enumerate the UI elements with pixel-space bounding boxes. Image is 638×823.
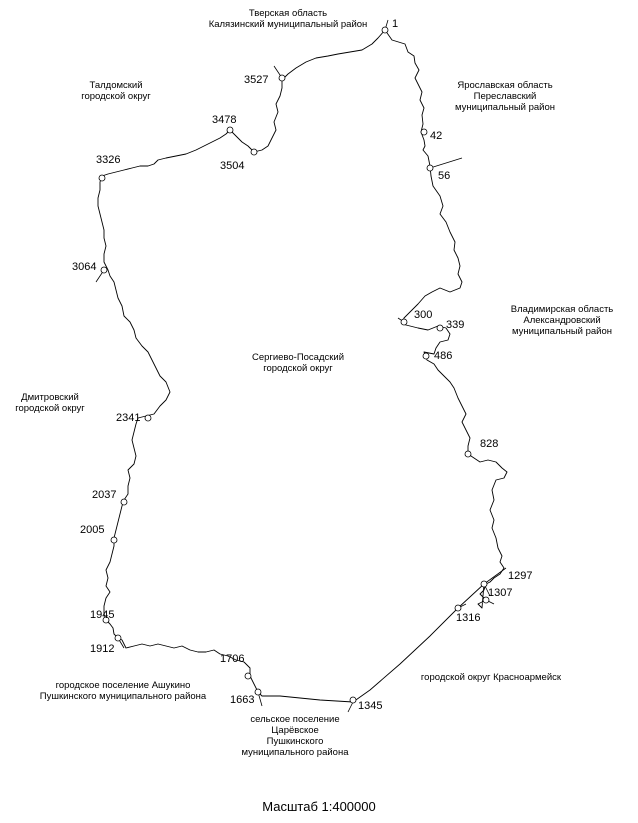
boundary-point-marker: [426, 164, 434, 172]
region-label-krasnoarmeysk: городской округ Красноармейск: [420, 672, 562, 683]
boundary-point-marker: [120, 498, 128, 506]
point-label: 339: [446, 319, 465, 331]
boundary-point-marker: [480, 580, 488, 588]
region-label-vladimir: Владимирская область Александровский мун…: [510, 304, 614, 337]
region-label-tsaryovskoe: сельское поселение Царёвское Пушкинского…: [241, 714, 349, 758]
boundary-point-marker: [400, 318, 408, 326]
region-label-taldom: Талдомский городской округ: [81, 80, 151, 102]
boundary-point-marker: [226, 126, 234, 134]
point-label: 486: [434, 350, 453, 362]
region-label-dmitrov: Дмитровский городской округ: [15, 392, 85, 414]
boundary-point-marker: [482, 596, 490, 604]
boundary-point-marker: [278, 74, 286, 82]
point-label: 1345: [358, 700, 383, 712]
boundary-point-marker: [420, 128, 428, 136]
point-label: 2341: [116, 412, 141, 424]
point-label: 3064: [72, 261, 97, 273]
point-label: 42: [430, 130, 443, 142]
scale-label: Масштаб 1:400000: [262, 799, 376, 814]
point-label: 3478: [212, 114, 237, 126]
boundary-point-marker: [422, 352, 430, 360]
boundary-point-marker: [464, 450, 472, 458]
region-label-yaroslavl: Ярославская область Переславский муницип…: [454, 80, 556, 113]
boundary-point-markers: [98, 26, 490, 704]
point-label: 3527: [244, 74, 269, 86]
boundary-point-marker: [244, 672, 252, 680]
point-label: 828: [480, 438, 499, 450]
region-label-tver: Тверская область Калязинский муниципальн…: [208, 8, 368, 30]
region-label-ashukino: городское поселение Ашукино Пушкинского …: [39, 680, 207, 702]
boundary-point-marker: [381, 26, 389, 34]
point-label: 2005: [80, 524, 105, 536]
boundary-point-marker: [114, 634, 122, 642]
point-label: 3504: [220, 160, 245, 172]
external-boundary-stubs: [95, 19, 507, 713]
boundary-point-marker: [254, 688, 262, 696]
boundary-point-marker: [250, 148, 258, 156]
boundary-point-marker: [436, 324, 444, 332]
boundary-point-marker: [98, 174, 106, 182]
district-center-label: Сергиево-Посадский городской округ: [251, 352, 345, 374]
point-label: 1706: [220, 653, 245, 665]
point-label: 1297: [508, 570, 533, 582]
point-label: 1316: [456, 612, 481, 624]
boundary-point-marker: [100, 266, 108, 274]
point-label: 1: [392, 18, 399, 30]
boundary-point-marker: [102, 616, 110, 624]
point-label: 1912: [90, 643, 115, 655]
boundary-point-marker: [454, 604, 462, 612]
point-label: 300: [414, 309, 433, 321]
boundary-point-marker: [349, 696, 357, 704]
boundary-point-marker: [110, 536, 118, 544]
point-label: 3326: [96, 154, 121, 166]
boundary-point-marker: [144, 414, 152, 422]
point-label: 1307: [488, 587, 513, 599]
district-boundary-line: [97, 29, 508, 703]
point-label: 2037: [92, 489, 117, 501]
point-label: 56: [438, 170, 451, 182]
point-label: 1945: [90, 609, 115, 621]
point-label: 1663: [230, 694, 255, 706]
